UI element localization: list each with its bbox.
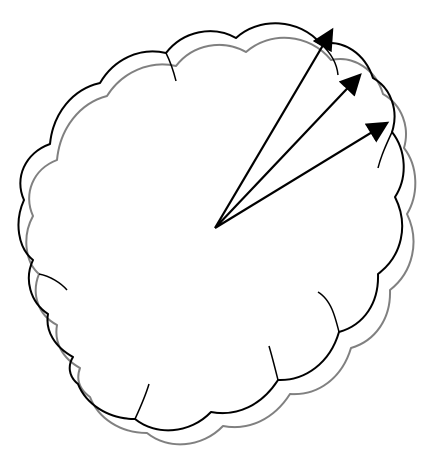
cloud-inner-curve-right (378, 132, 392, 168)
cloud-overlap-marks (39, 44, 392, 419)
cloud-inner-curve-lower-right (318, 292, 339, 332)
cloud-inner-curve-bottom-left (135, 384, 149, 419)
arrow-top (215, 30, 332, 228)
cloud-shadow-outline (26, 38, 415, 445)
cloud-outline (18, 23, 403, 430)
cloud-inner-curve-bottom (269, 346, 278, 380)
cloud-inner-curve-upper (166, 53, 176, 81)
cloud-main (18, 23, 403, 430)
radial-arrows (215, 30, 387, 228)
cloud-shadow (26, 38, 415, 445)
cloud-inner-curve-left (39, 274, 67, 290)
